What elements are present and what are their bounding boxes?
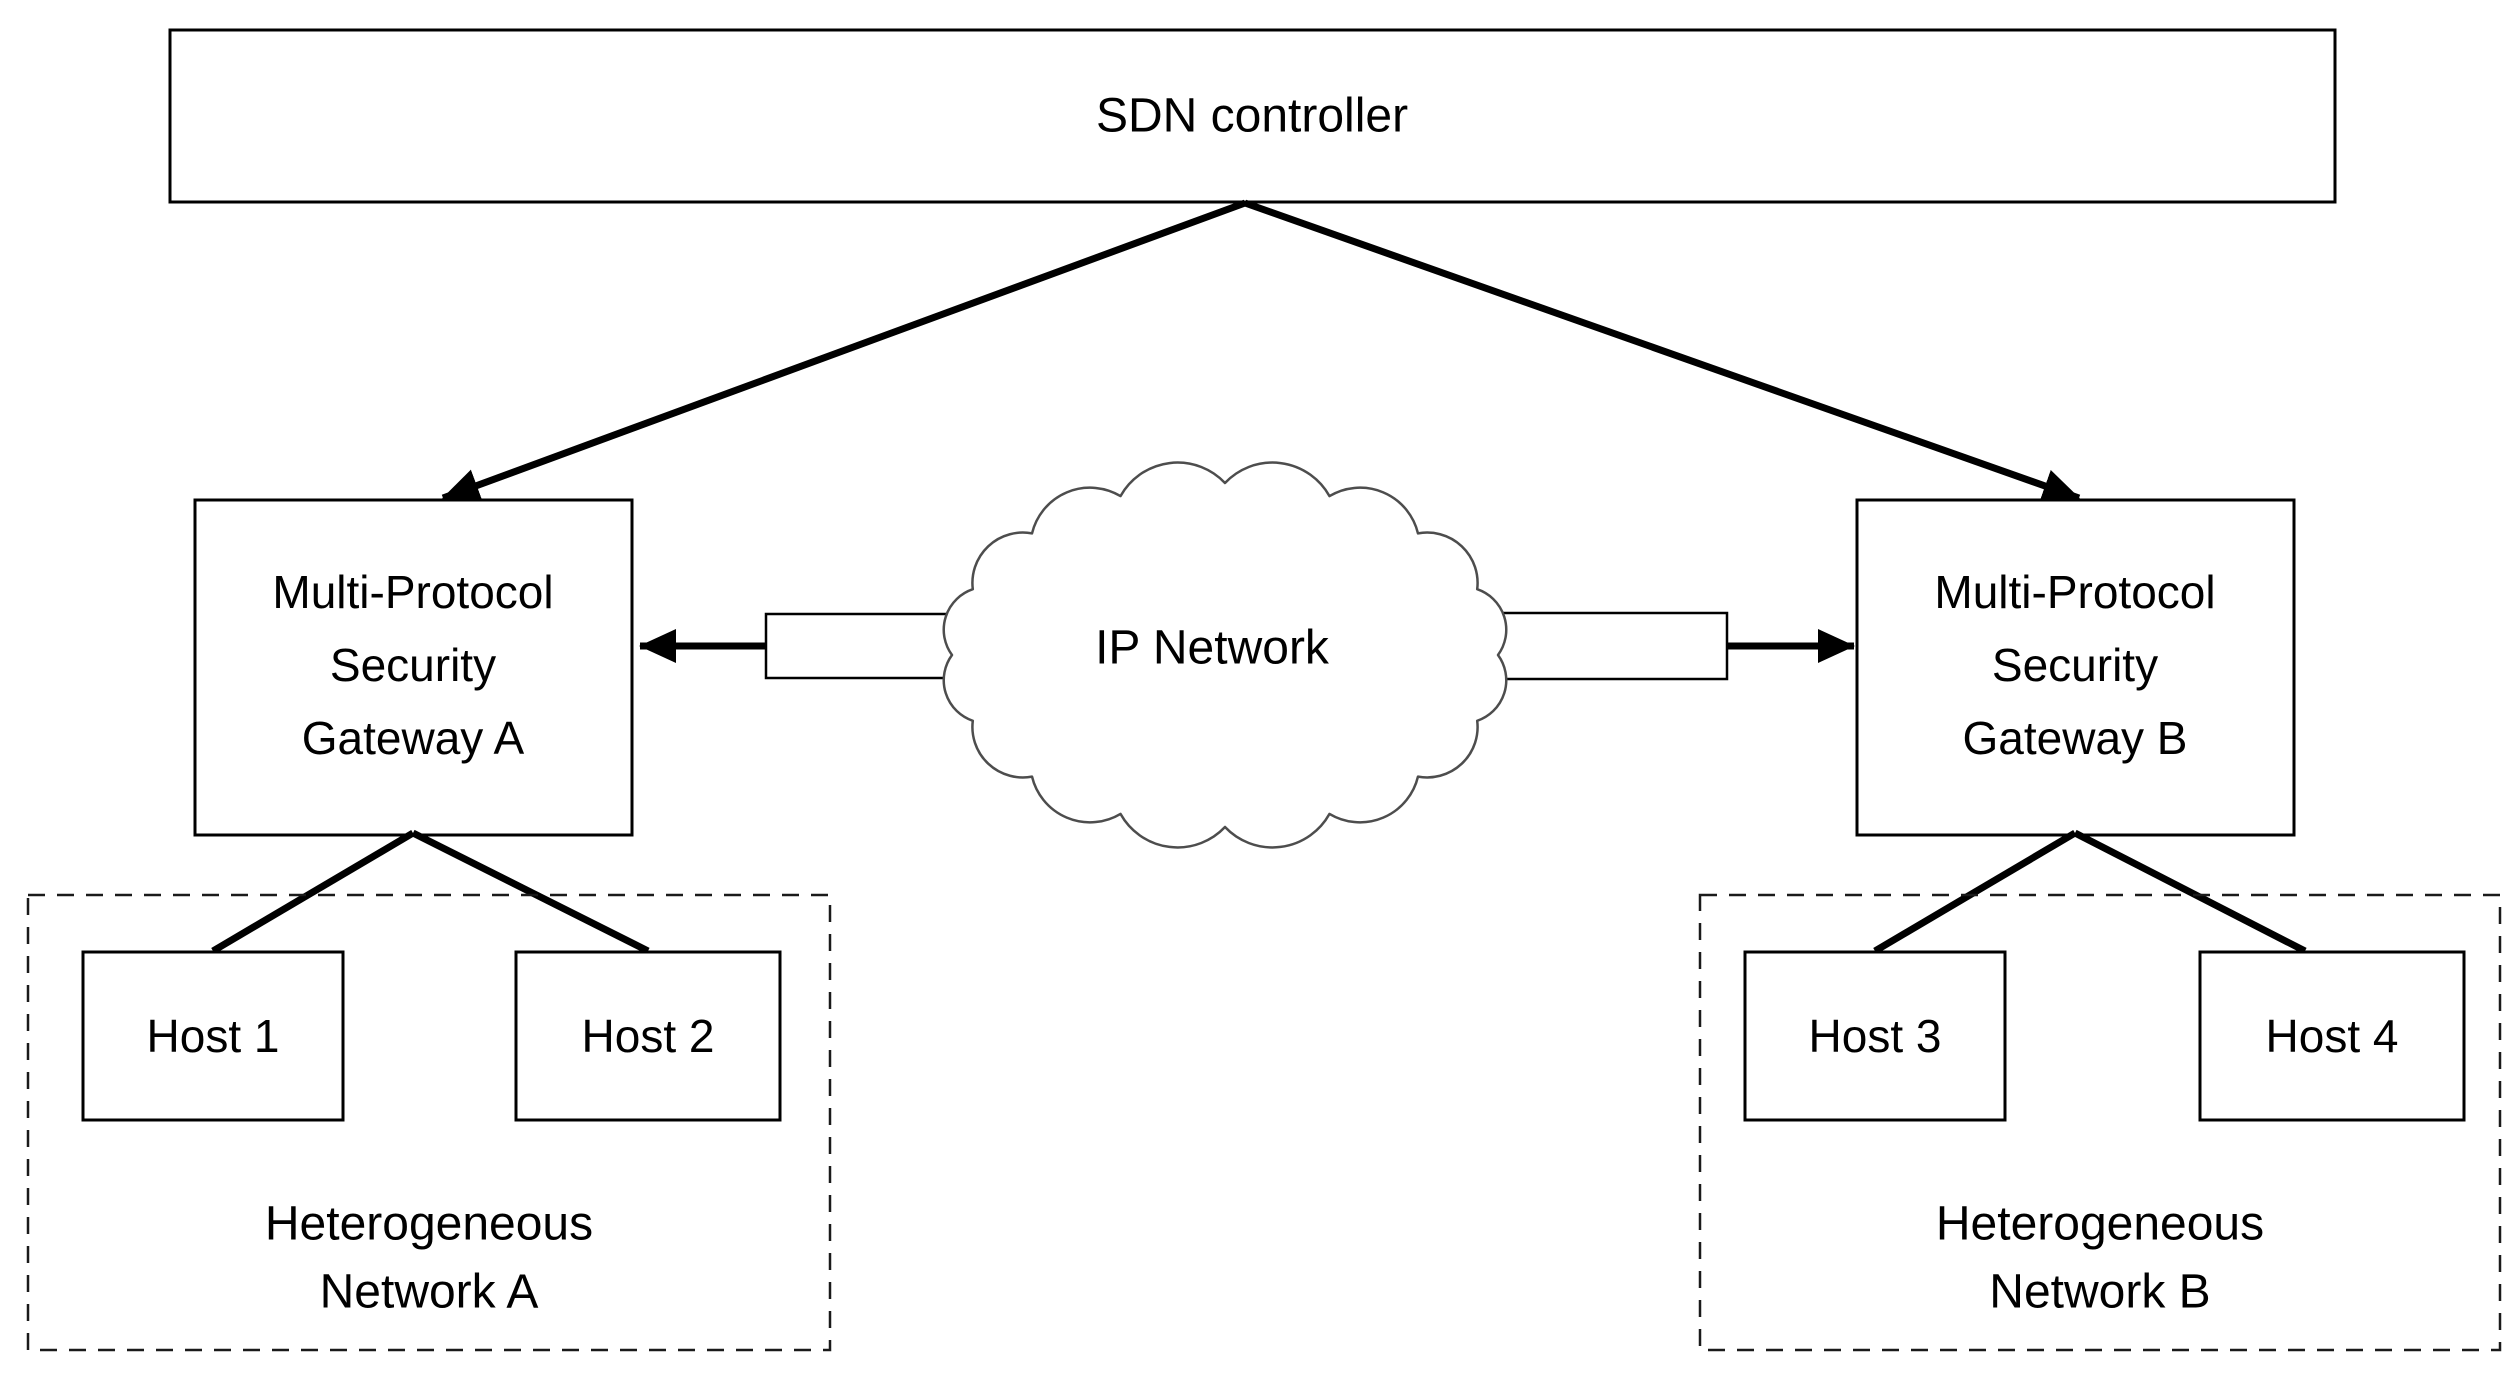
- host-1-label: Host 1: [147, 1010, 280, 1062]
- gateway-b-link-rectangle: [1478, 611, 1729, 681]
- heterogeneous-network-a-label-line2: Network A: [320, 1266, 539, 1319]
- heterogeneous-network-b-container: [1698, 893, 2502, 1352]
- heterogeneous-network-b-label-line1: Heterogeneous: [1936, 1198, 2264, 1251]
- gateway-b-label-line1: Multi-Protocol: [1934, 566, 2215, 618]
- gateway-b-box: [1855, 498, 2296, 837]
- gateway-b-label-line2: Security: [1992, 639, 2158, 691]
- gateway-a-to-host-2-line: [411, 829, 650, 955]
- gateway-b-to-host-3-line: [1873, 829, 2077, 955]
- heterogeneous-network-b-label-line2: Network B: [1989, 1266, 2210, 1319]
- host-2-box: [514, 950, 782, 1122]
- gateway-a-box: [193, 498, 634, 837]
- gateway-b-to-host-4-line: [2073, 829, 2307, 955]
- host-3-box: [1743, 950, 2007, 1122]
- heterogeneous-network-a-container: [26, 893, 832, 1352]
- gateway-b-label-line3: Gateway B: [1963, 712, 2188, 764]
- gateway-a-label-line3: Gateway A: [302, 712, 525, 764]
- sdn-controller-box: [168, 28, 2337, 204]
- heterogeneous-network-a-label-line1: Heterogeneous: [265, 1198, 593, 1251]
- host-4-label: Host 4: [2266, 1010, 2399, 1062]
- sdn-to-gateway-a-arrow: [441, 199, 1247, 502]
- gateway-a-link-rectangle: [764, 612, 972, 680]
- host-3-label: Host 3: [1809, 1010, 1942, 1062]
- host-4-box: [2198, 950, 2466, 1122]
- host-1-box: [81, 950, 345, 1122]
- gateway-a-label-line1: Multi-Protocol: [272, 566, 553, 618]
- ip-network-cloud: [942, 461, 1508, 849]
- host-2-label: Host 2: [582, 1010, 715, 1062]
- gateway-a-to-host-1-line: [211, 829, 415, 955]
- sdn-to-gateway-b-arrow: [1243, 199, 2081, 503]
- ip-network-label: IP Network: [1095, 622, 1330, 675]
- sdn-controller-label: SDN controller: [1096, 90, 1408, 143]
- gateway-a-label-line2: Security: [330, 639, 496, 691]
